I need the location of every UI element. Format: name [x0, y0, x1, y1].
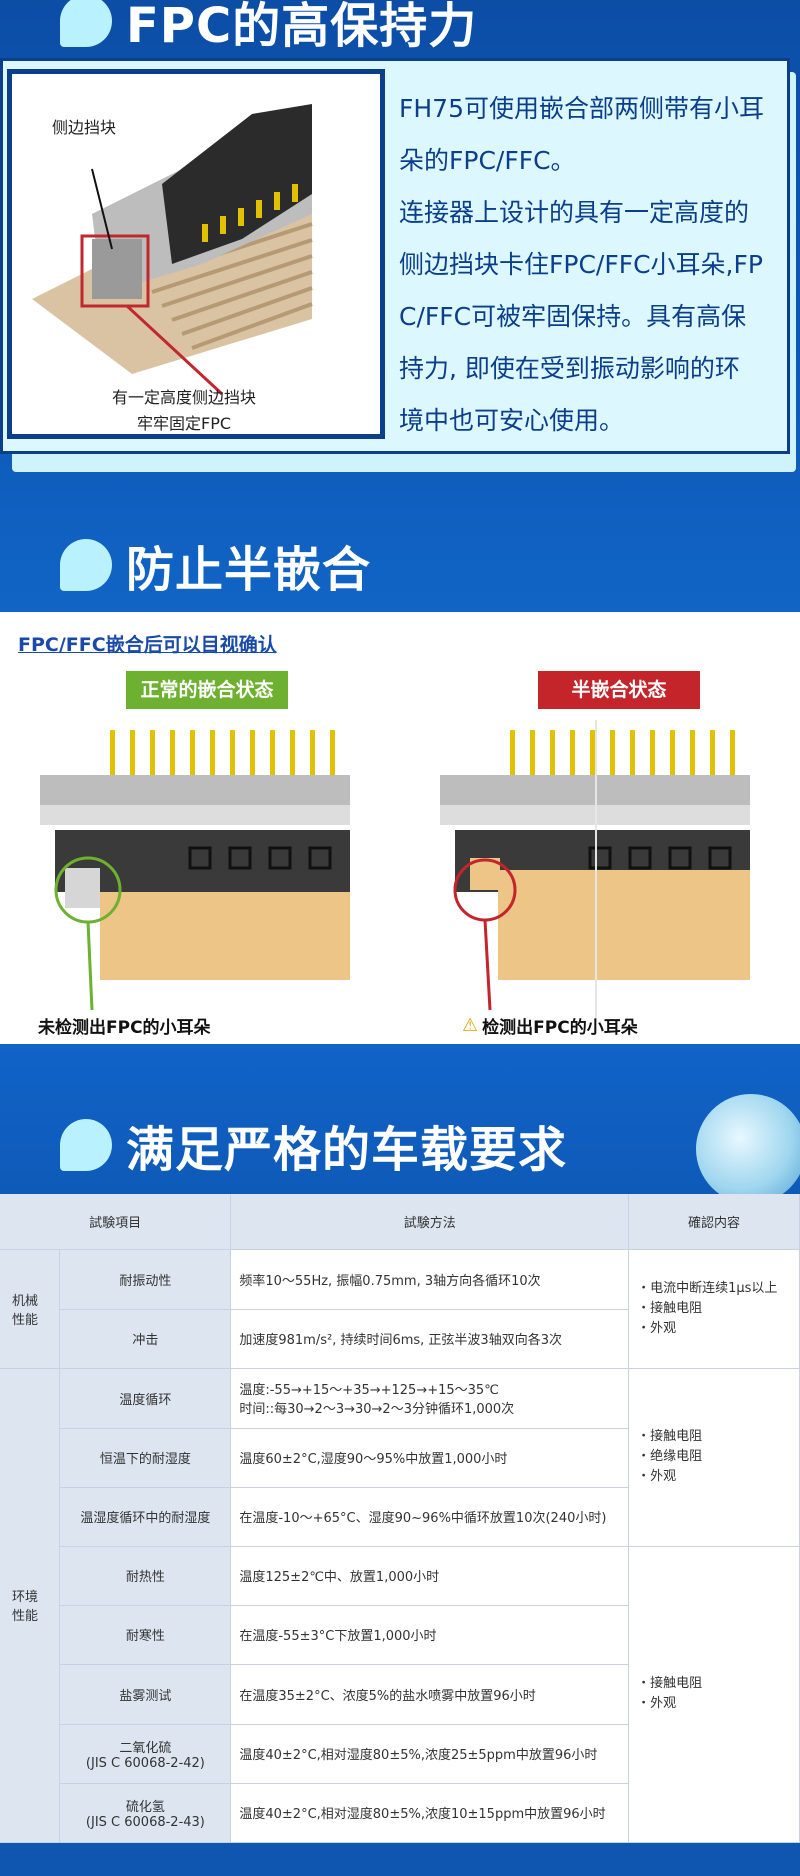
section-title-text: FPC的高保持力 [126, 0, 478, 54]
desc-line: 侧边挡块卡住FPC/FFC小耳朵,FP [399, 250, 763, 279]
desc-line: C/FFC可被牢固保持。具有高保 [399, 302, 747, 331]
side-stopper-label: 侧边挡块 [52, 118, 117, 137]
confirm-line: ・外观 [637, 1469, 677, 1484]
test-method: 温度40±2°C,相对湿度80±5%,浓度10±15ppm中放置96小时 [230, 1783, 630, 1843]
highlight-box [80, 234, 150, 308]
connector-photo: 侧边挡块 有一定高度侧边挡块 牢牢固定FPC [7, 69, 385, 439]
bottom-strip [0, 1846, 800, 1876]
table-row: 二氧化硫 (JIS C 60068-2-42) 温度40±2°C,相对湿度80±… [0, 1724, 800, 1784]
retention-card: 侧边挡块 有一定高度侧边挡块 牢牢固定FPC FH75可使用嵌合部两侧带有小耳 … [0, 58, 800, 472]
header-test-method: 試験方法 [230, 1194, 630, 1250]
table-header-row: 試験項目 試験方法 確認内容 [0, 1194, 800, 1250]
connector-illustration [32, 104, 313, 396]
confirm-line: ・外观 [637, 1320, 677, 1336]
test-item: 温度循环 [59, 1368, 232, 1429]
test-item: 盐雾测试 [59, 1664, 232, 1725]
table-row: 冲击 加速度981m/s², 持续时间6ms, 正弦半波3轴双向各3次 [0, 1309, 800, 1369]
photo-caption-2: 牢牢固定FPC [137, 414, 232, 433]
table-row: 机械 性能 耐振动性 频率10～55Hz, 振幅0.75mm, 3轴方向各循环1… [0, 1249, 800, 1369]
table-row: 耐热性 温度125±2℃中、放置1,000小时 ・接触电阻 ・外观 [0, 1546, 800, 1843]
half-state-badge: 半嵌合状态 [538, 671, 700, 709]
test-item: 耐振动性 [59, 1249, 232, 1310]
mating-illustration [40, 720, 750, 1020]
test-method: 温度40±2°C,相对湿度80±5%,浓度25±5ppm中放置96小时 [230, 1724, 630, 1784]
title-bullet-icon [60, 0, 112, 47]
desc-line: 持力, 即使在受到振动影响的环 [399, 354, 740, 383]
normal-state-badge: 正常的嵌合状态 [126, 671, 288, 709]
caption-leader [125, 304, 224, 396]
confirm-cell: ・接触电阻 ・外观 [628, 1546, 800, 1843]
item-line: (JIS C 60068-2-43) [85, 1814, 205, 1830]
test-method: 温度60±2°C,湿度90～95%中放置1,000小时 [230, 1428, 630, 1488]
section-automotive: 满足严格的车载要求 [0, 1044, 800, 1194]
desc-line: 连接器上设计的具有一定高度的 [399, 198, 750, 227]
normal-connector [40, 730, 350, 1011]
title-bullet-icon [60, 1119, 112, 1171]
desc-line: 朵的FPC/FFC。 [399, 146, 576, 175]
test-method: 在温度35±2°C、浓度5%的盐水喷雾中放置96小时 [230, 1664, 630, 1725]
test-item: 硫化氢 (JIS C 60068-2-43) [59, 1783, 232, 1843]
item-line: 硫化氢 [125, 1799, 165, 1815]
header-test-item: 試験項目 [0, 1194, 232, 1250]
warning-icon: ⚠ [462, 1015, 479, 1036]
table-row: 耐寒性 在温度-55±3°C下放置1,000小时 [0, 1605, 800, 1665]
table-row: 盐雾测试 在温度35±2°C、浓度5%的盐水喷雾中放置96小时 [0, 1664, 800, 1725]
test-item: 耐热性 [59, 1546, 232, 1606]
card-body: 侧边挡块 有一定高度侧边挡块 牢牢固定FPC FH75可使用嵌合部两侧带有小耳 … [0, 58, 790, 454]
category-environmental: 环境 性能 [0, 1368, 61, 1843]
test-item: 温湿度循环中的耐湿度 [59, 1487, 232, 1547]
test-method: 加速度981m/s², 持续时间6ms, 正弦半波3轴双向各3次 [230, 1309, 630, 1369]
confirm-line: ・接触电阻 [637, 1300, 703, 1316]
method-line: 时间::每30→2～3→30→2～3分钟循环1,000次 [239, 1402, 515, 1417]
confirm-cell: ・电流中断连续1μs以上 ・接触电阻 ・外观 [628, 1249, 800, 1369]
test-method: 温度125±2℃中、放置1,000小时 [230, 1546, 630, 1606]
photo-caption-1: 有一定高度侧边挡块 [112, 388, 257, 407]
method-line: 温度:-55→+15～+35→+125→+15～35℃ [239, 1383, 499, 1398]
side-stopper [92, 239, 142, 299]
table-row: 温湿度循环中的耐湿度 在温度-10～+65°C、湿度90~96%中循环放置10次… [0, 1487, 800, 1547]
title-bullet-icon [60, 539, 112, 591]
confirm-cell: ・接触电阻 ・绝缘电阻 ・外观 [628, 1368, 800, 1547]
test-item: 耐寒性 [59, 1605, 232, 1665]
test-method: 在温度-10～+65°C、湿度90~96%中循环放置10次(240小时) [230, 1487, 630, 1547]
test-method: 频率10～55Hz, 振幅0.75mm, 3轴方向各循环10次 [230, 1249, 630, 1310]
section-title-half-mating: 防止半嵌合 [60, 530, 371, 600]
test-item: 冲击 [59, 1309, 232, 1369]
test-method: 在温度-55±3°C下放置1,000小时 [230, 1605, 630, 1665]
retention-description: FH75可使用嵌合部两侧带有小耳 朵的FPC/FFC。 连接器上设计的具有一定高… [399, 83, 791, 447]
item-line: (JIS C 60068-2-42) [85, 1755, 205, 1771]
half-caption-row: ⚠ 检测出FPC的小耳朵 [462, 1013, 638, 1038]
section-title-automotive: 满足严格的车载要求 [60, 1110, 567, 1180]
test-method: 温度:-55→+15～+35→+125→+15～35℃ 时间::每30→2～3→… [230, 1368, 630, 1429]
globe-icon [696, 1094, 800, 1194]
table-row: 恒温下的耐湿度 温度60±2°C,湿度90～95%中放置1,000小时 [0, 1428, 800, 1488]
section-title-retention: FPC的高保持力 [60, 0, 477, 56]
item-line: 二氧化硫 [119, 1740, 172, 1756]
section-fpc-retention: FPC的高保持力 [0, 0, 800, 612]
test-table: 試験項目 試験方法 確認内容 机械 性能 耐振动性 频率10～55Hz, 振幅0… [0, 1194, 800, 1843]
section-title-text: 满足严格的车载要求 [126, 1122, 568, 1178]
test-item: 二氧化硫 (JIS C 60068-2-42) [59, 1724, 232, 1784]
test-item: 恒温下的耐湿度 [59, 1428, 232, 1488]
confirm-line: ・外观 [637, 1696, 677, 1711]
confirm-line: ・接触电阻 [637, 1676, 703, 1691]
normal-caption: 未检测出FPC的小耳朵 [38, 1018, 211, 1038]
table-row: 环境 性能 温度循环 温度:-55→+15～+35→+125→+15～35℃ 时… [0, 1368, 800, 1843]
table-row: 硫化氢 (JIS C 60068-2-43) 温度40±2°C,相对湿度80±5… [0, 1783, 800, 1843]
actuator [162, 104, 312, 264]
category-mechanical: 机械 性能 [0, 1249, 61, 1369]
desc-line: FH75可使用嵌合部两侧带有小耳 [399, 94, 764, 123]
confirm-line: ・绝缘电阻 [637, 1449, 703, 1464]
section-title-text: 防止半嵌合 [126, 542, 372, 598]
visual-confirm-title: FPC/FFC嵌合后可以目视确认 [18, 634, 277, 656]
confirm-line: ・接触电阻 [637, 1429, 703, 1444]
half-caption: 检测出FPC的小耳朵 [482, 1018, 638, 1038]
header-confirm: 確認内容 [628, 1194, 800, 1250]
label-leader [91, 168, 113, 250]
desc-line: 境中也可安心使用。 [399, 406, 625, 435]
confirm-line: ・电流中断连续1μs以上 [637, 1280, 778, 1296]
